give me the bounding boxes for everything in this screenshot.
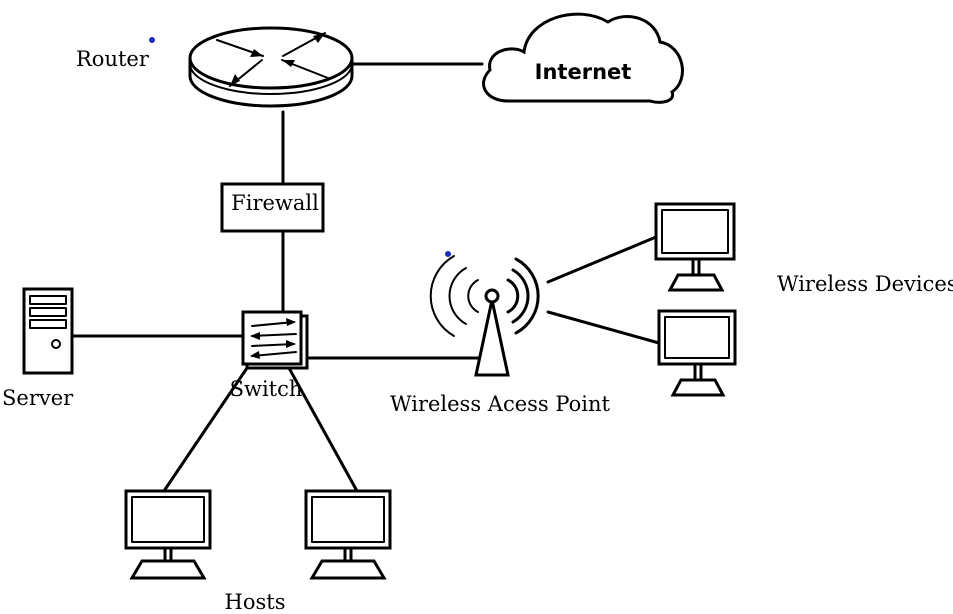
monitor-icon [304,489,392,580]
link-ap-device-bottom [546,310,661,345]
firewall-box [220,182,325,233]
network-switch-icon [241,310,309,370]
firewall-label: Firewall [231,191,319,215]
link-switch-host-left [162,366,249,493]
monitor-icon [657,309,737,397]
wireless-antenna-icon [429,255,540,377]
router-marker-dot [149,37,155,43]
internet-label: Internet [535,60,632,84]
server-label: Server [2,386,74,410]
switch-label: Switch [230,377,303,401]
router-label: Router [76,47,150,71]
monitor-icon [654,202,736,292]
access-point-marker-dot [445,251,451,257]
link-ap-device-top [546,235,658,284]
cloud-icon [482,12,684,104]
server-tower-icon [22,287,74,375]
link-switch-host-right [287,366,359,493]
hosts-label: Hosts [225,590,286,614]
access-point-label: Wireless Acess Point [390,392,611,416]
connections [70,62,661,493]
wireless-devices-label: Wireless Devices [777,272,953,296]
monitor-icon [124,489,212,580]
router-icon [188,26,354,108]
